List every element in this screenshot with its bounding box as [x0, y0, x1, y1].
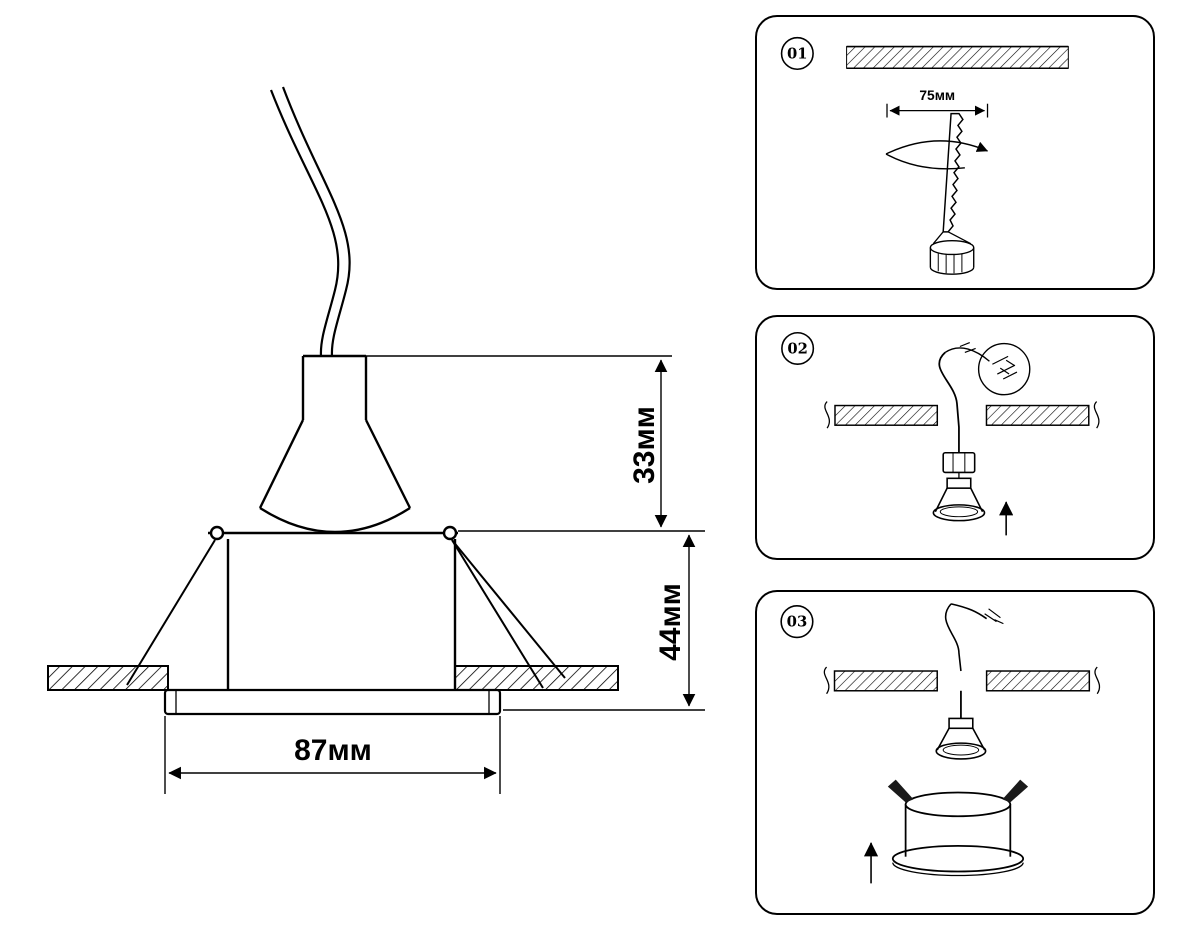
trim-ring — [163, 688, 502, 716]
dimension-87mm: 87мм — [164, 716, 501, 794]
dim-87-label: 87мм — [294, 734, 372, 767]
lamp-body — [258, 354, 412, 534]
dimension-75mm: 75мм — [886, 88, 989, 118]
ceiling-section — [47, 665, 619, 691]
step-panel-03: 03 — [755, 590, 1155, 915]
spot-lamp — [935, 717, 987, 760]
hole-saw-blade — [932, 112, 972, 245]
step-number-02: 02 — [787, 340, 808, 357]
step-number-badge: 01 — [780, 36, 814, 71]
step-number-badge: 02 — [781, 331, 815, 366]
step-number-badge: 03 — [780, 605, 814, 639]
dim-33-label: 33мм — [628, 406, 661, 484]
step-03-illustration: 03 — [780, 603, 1101, 884]
dimension-44mm: 44мм — [503, 534, 705, 711]
rotation-arrow — [885, 140, 989, 170]
cut-plug — [929, 240, 975, 275]
ceiling-strip — [846, 45, 1069, 70]
step-panel-02: 02 — [755, 315, 1155, 560]
power-wire — [269, 86, 351, 357]
spring-clips — [887, 779, 1029, 803]
ceiling-strip — [823, 666, 1101, 695]
dimension-33mm: 33мм — [366, 355, 705, 532]
hanging-wire — [938, 351, 960, 453]
step-number-01: 01 — [787, 45, 808, 62]
step-panel-01: 01 75мм — [755, 15, 1155, 290]
wire-and-connector — [944, 603, 1004, 672]
main-drawing: 33мм 44мм 87мм — [47, 86, 705, 794]
spot-lamp — [932, 477, 986, 522]
step-02-illustration: 02 — [781, 331, 1100, 536]
step-number-03: 03 — [787, 614, 808, 631]
ceiling-strip — [824, 401, 1100, 429]
wire-connection-detail — [944, 342, 1031, 396]
mounting-frame — [126, 525, 566, 690]
step-01-illustration: 01 75мм — [780, 36, 1069, 275]
dim-44-label: 44мм — [654, 583, 687, 661]
lamp-holder — [942, 451, 976, 479]
dim-75-label: 75мм — [919, 88, 955, 103]
fixture-housing — [891, 791, 1025, 877]
